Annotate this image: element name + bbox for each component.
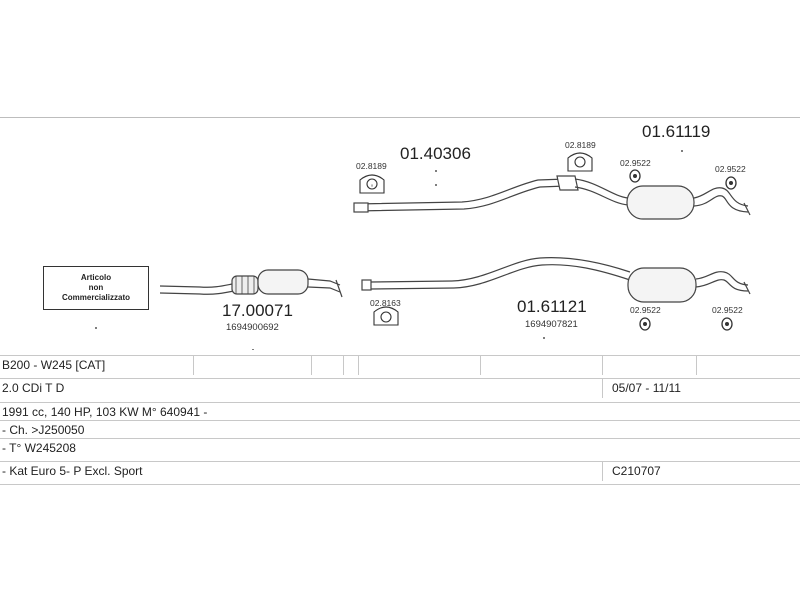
part-number-01-40306: 01.40306 [400,144,471,163]
model-text: B200 - W245 [CAT] [2,358,106,372]
cell-divider [311,356,312,375]
exhaust-diagram: o 01.40306 01.61119 17.00071 1694900692 … [95,122,751,350]
period-text: 05/07 - 11/11 [612,381,681,395]
cell-divider [343,356,344,375]
silencer-01-61119[interactable] [574,178,751,220]
oe-number-1694900692: 1694900692 [226,322,279,333]
hanger-02-9522-b[interactable] [725,176,737,190]
hanger-label-02-9522-b: 02.9522 [715,164,746,174]
hanger-label-02-8163: 02.8163 [370,298,401,308]
hanger-02-8189-a[interactable]: o [359,174,385,194]
chassis-text: - Ch. >J250050 [2,423,85,437]
info-row-spec: 1991 cc, 140 HP, 103 KW M° 640941 - [0,402,800,422]
note-line-3: Commercializzato [61,293,131,302]
table-bottom-border [0,484,800,485]
note-line-1: Articolo [80,273,112,282]
cell-divider [696,356,697,375]
cell-divider [480,356,481,375]
cell-divider [193,356,194,375]
hanger-02-8163[interactable] [373,306,399,326]
code-text: C210707 [612,464,661,478]
hanger-label-02-8189-b: 02.8189 [565,140,596,150]
svg-text:o: o [371,183,374,188]
part-number-01-61121: 01.61121 [517,297,587,316]
hanger-label-02-9522-a: 02.9522 [620,158,651,168]
hanger-02-9522-a[interactable] [629,169,641,183]
info-row-chassis: - Ch. >J250050 [0,420,800,440]
engine-text: 2.0 CDi T D [2,381,65,395]
top-border [0,117,800,118]
cell-divider [602,356,603,375]
info-row-model: B200 - W245 [CAT] [0,355,800,375]
hanger-label-02-9522-c: 02.9522 [630,305,661,315]
note-line-2: non [88,283,104,292]
kat-text: - Kat Euro 5- P Excl. Sport [2,464,143,478]
part-number-01-61119: 01.61119 [642,122,710,141]
oe-number-1694907821: 1694907821 [525,319,578,330]
hanger-02-9522-d[interactable] [721,317,733,331]
pipe-01-40306[interactable] [353,175,579,213]
spec-text: 1991 cc, 140 HP, 103 KW M° 640941 - [2,405,208,419]
cell-divider [358,356,359,375]
info-row-type: - T° W245208 [0,438,800,458]
not-marketed-note: Articolo non Commercializzato [43,266,149,310]
info-row-engine: 2.0 CDi T D 05/07 - 11/11 [0,378,800,398]
info-row-kat: - Kat Euro 5- P Excl. Sport C210707 [0,461,800,481]
part-number-17-00071: 17.00071 [222,301,293,320]
hanger-label-02-8189-a: 02.8189 [356,161,387,171]
reference-dots [95,150,683,350]
dpf-17-00071[interactable] [159,269,343,298]
type-text: - T° W245208 [2,441,76,455]
pipe-silencer-01-61121[interactable] [361,257,751,303]
cell-divider [602,379,603,398]
hanger-label-02-9522-d: 02.9522 [712,305,743,315]
hanger-02-9522-c[interactable] [639,317,651,331]
hanger-02-8189-b[interactable] [567,152,593,172]
cell-divider [602,462,603,481]
